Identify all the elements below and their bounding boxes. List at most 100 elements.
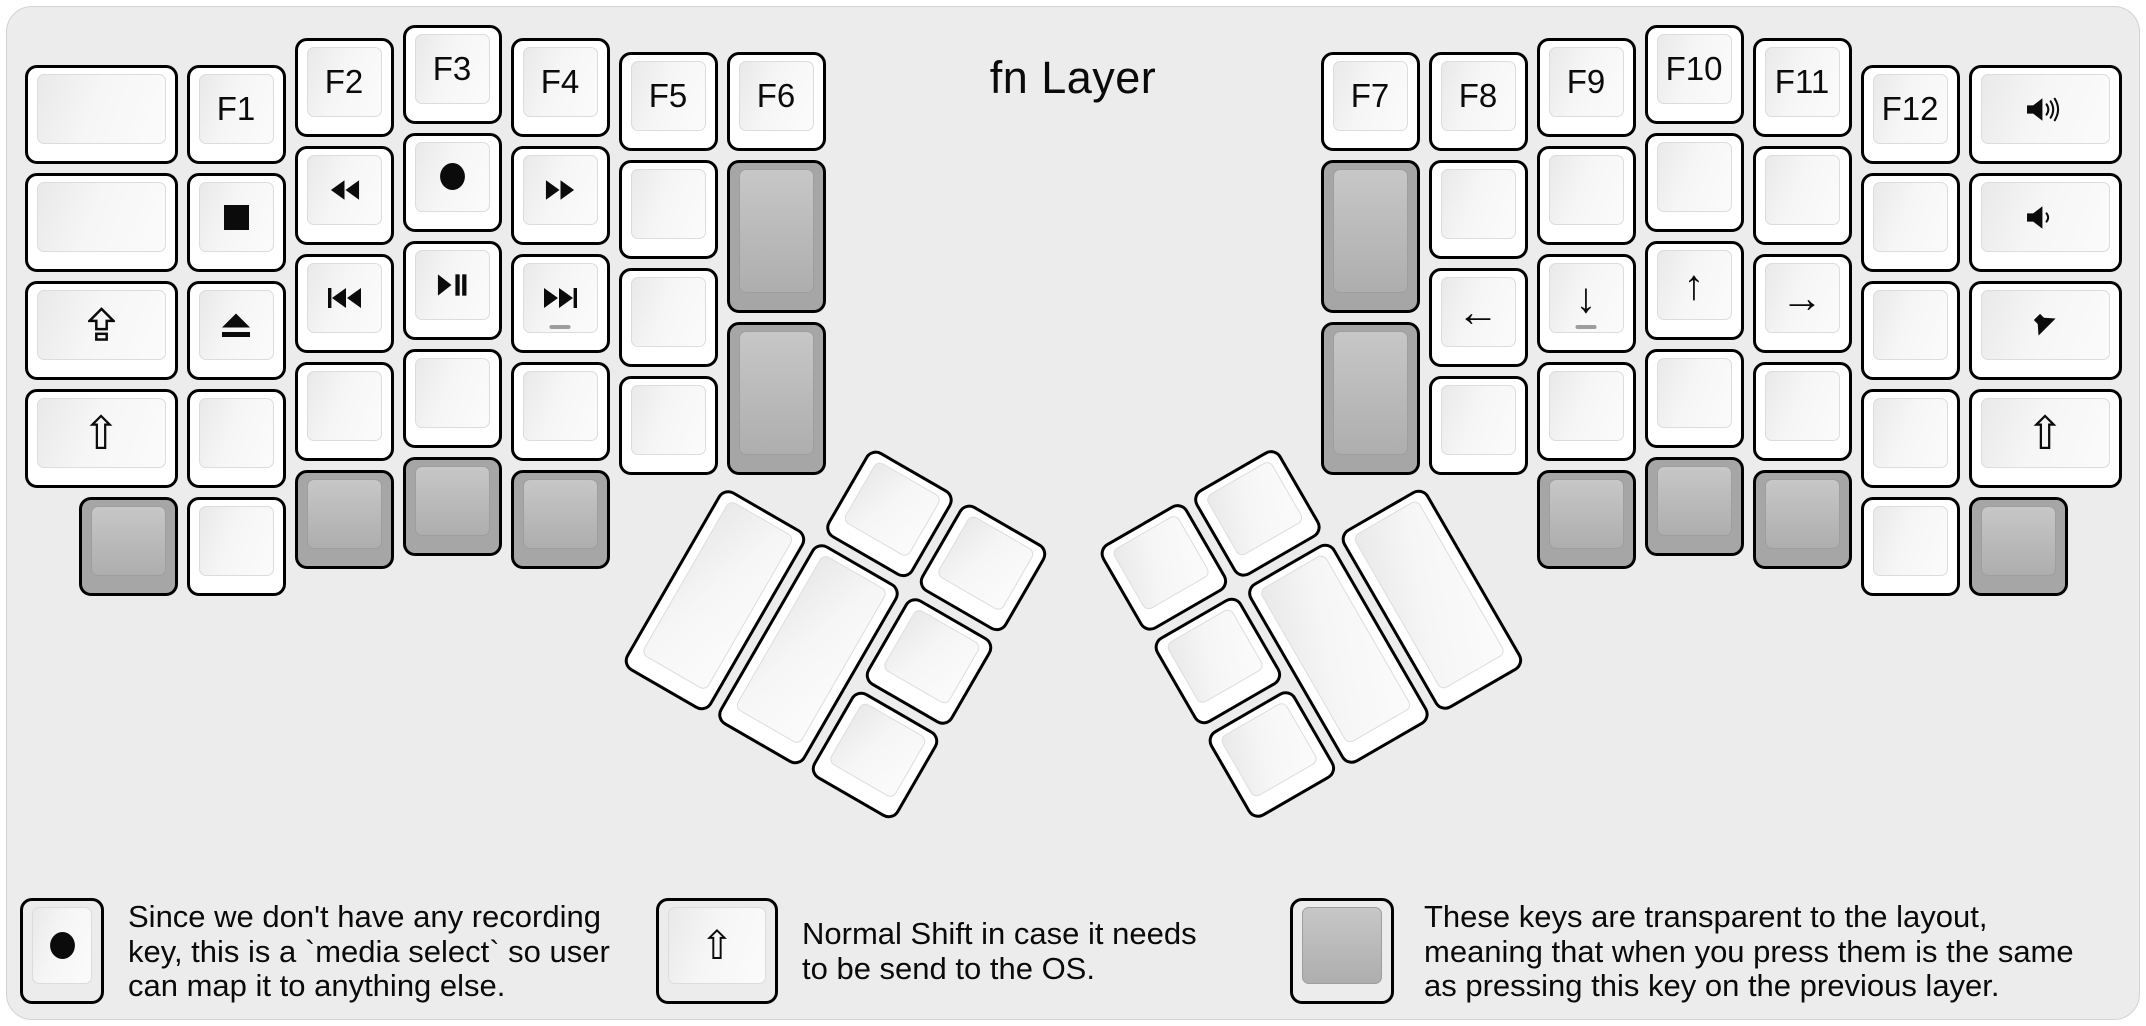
key-blank[interactable]	[1752, 146, 1852, 245]
keycap-face: F7	[1332, 60, 1408, 131]
key-blank[interactable]	[294, 362, 394, 461]
key-f6[interactable]: F6	[726, 51, 826, 151]
key-transparent[interactable]	[1320, 321, 1420, 475]
key-rewind[interactable]	[294, 146, 394, 245]
key-transparent[interactable]	[510, 470, 610, 569]
key-transparent[interactable]	[726, 159, 826, 313]
key-blank[interactable]	[1860, 173, 1960, 272]
keycap-face: F4	[522, 47, 598, 117]
key-blank[interactable]	[618, 267, 718, 367]
key-f12[interactable]: F12	[1860, 65, 1960, 164]
key-blank[interactable]	[24, 173, 178, 272]
key-f5[interactable]: F5	[618, 51, 718, 151]
keycap-face	[1548, 155, 1624, 225]
key-transparent[interactable]	[1644, 456, 1744, 556]
key-arrow-down[interactable]: ↓	[1536, 254, 1636, 353]
keycap-face	[1110, 513, 1211, 612]
key-mute[interactable]	[1968, 281, 2122, 380]
key-shift-left[interactable]: ⇧	[24, 389, 178, 488]
key-transparent[interactable]	[1752, 470, 1852, 569]
keycap-face	[630, 276, 706, 347]
keycap-face	[1980, 290, 2110, 360]
key-f3[interactable]: F3	[402, 24, 502, 124]
key-blank[interactable]	[402, 348, 502, 448]
key-shift-right[interactable]: ⇧	[1968, 389, 2122, 488]
key-f7[interactable]: F7	[1320, 51, 1420, 151]
key-blank[interactable]	[1752, 362, 1852, 461]
key-f8[interactable]: F8	[1428, 51, 1528, 151]
capslock-icon	[87, 307, 115, 343]
shift-glyph: ⇧	[81, 407, 121, 459]
keycap-face	[306, 371, 382, 441]
next-icon	[542, 286, 579, 310]
key-label: F4	[540, 63, 580, 100]
key-transparent[interactable]	[726, 321, 826, 475]
key-f9[interactable]: F9	[1536, 38, 1636, 137]
key-blank[interactable]	[1428, 375, 1528, 475]
key-blank[interactable]	[1536, 146, 1636, 245]
key-blank[interactable]	[186, 497, 286, 596]
key-prev-track[interactable]	[294, 254, 394, 353]
key-blank[interactable]	[186, 389, 286, 488]
keycap-face: F11	[1764, 47, 1840, 117]
keycap-face	[1764, 371, 1840, 441]
key-record[interactable]	[402, 132, 502, 232]
key-f10[interactable]: F10	[1644, 24, 1744, 124]
keycap-face	[1980, 182, 2110, 252]
key-volume-down[interactable]	[1968, 173, 2122, 272]
keycap-face	[1764, 155, 1840, 225]
key-play-pause[interactable]	[402, 240, 502, 340]
keycap-face	[306, 263, 382, 333]
key-blank[interactable]	[1536, 362, 1636, 461]
arrow-glyph: ↓	[1575, 274, 1597, 321]
key-blank[interactable]	[1644, 132, 1744, 232]
key-fast-forward[interactable]	[510, 146, 610, 245]
key-blank[interactable]	[1428, 159, 1528, 259]
key-eject[interactable]	[186, 281, 286, 380]
ffwd-icon	[544, 178, 577, 202]
keycap-face	[1872, 398, 1948, 468]
key-next-track[interactable]	[510, 254, 610, 353]
key-arrow-right[interactable]: →	[1752, 254, 1852, 353]
homing-bar	[549, 325, 571, 329]
keycap-face	[1872, 290, 1948, 360]
key-transparent[interactable]	[1968, 497, 2068, 596]
key-blank[interactable]	[1860, 497, 1960, 596]
key-blank[interactable]	[510, 362, 610, 461]
key-f11[interactable]: F11	[1752, 38, 1852, 137]
legend-text-record: Since we don't have any recording key, t…	[128, 899, 610, 1003]
stop-icon	[223, 204, 249, 230]
key-blank[interactable]	[1644, 348, 1744, 448]
key-stop[interactable]	[186, 173, 286, 272]
volup-icon	[2026, 96, 2065, 123]
key-label: F3	[432, 49, 472, 87]
key-transparent[interactable]	[1536, 470, 1636, 569]
key-blank[interactable]	[1860, 281, 1960, 380]
key-f2[interactable]: F2	[294, 38, 394, 137]
key-transparent[interactable]	[1320, 159, 1420, 313]
legend-key-transparent	[1290, 898, 1394, 1004]
key-arrow-up[interactable]: ↑	[1644, 240, 1744, 340]
key-f4[interactable]: F4	[510, 38, 610, 137]
keycap-face	[630, 384, 706, 455]
key-label: F8	[1458, 76, 1498, 114]
key-arrow-left[interactable]: ←	[1428, 267, 1528, 367]
key-f1[interactable]: F1	[186, 65, 286, 164]
record-icon	[439, 162, 466, 191]
arrow-glyph: ↑	[1683, 260, 1705, 308]
key-transparent[interactable]	[78, 497, 178, 596]
keycap-face	[1302, 907, 1382, 984]
key-transparent[interactable]	[294, 470, 394, 569]
keycap-face	[198, 506, 274, 576]
key-transparent[interactable]	[402, 456, 502, 556]
keycap-face: ↓	[1548, 263, 1624, 333]
key-caps-lock[interactable]	[24, 281, 178, 380]
key-blank[interactable]	[1860, 389, 1960, 488]
key-volume-up[interactable]	[1968, 65, 2122, 164]
key-blank[interactable]	[24, 65, 178, 164]
keycap-face	[1656, 465, 1732, 536]
key-blank[interactable]	[618, 159, 718, 259]
key-blank[interactable]	[618, 375, 718, 475]
